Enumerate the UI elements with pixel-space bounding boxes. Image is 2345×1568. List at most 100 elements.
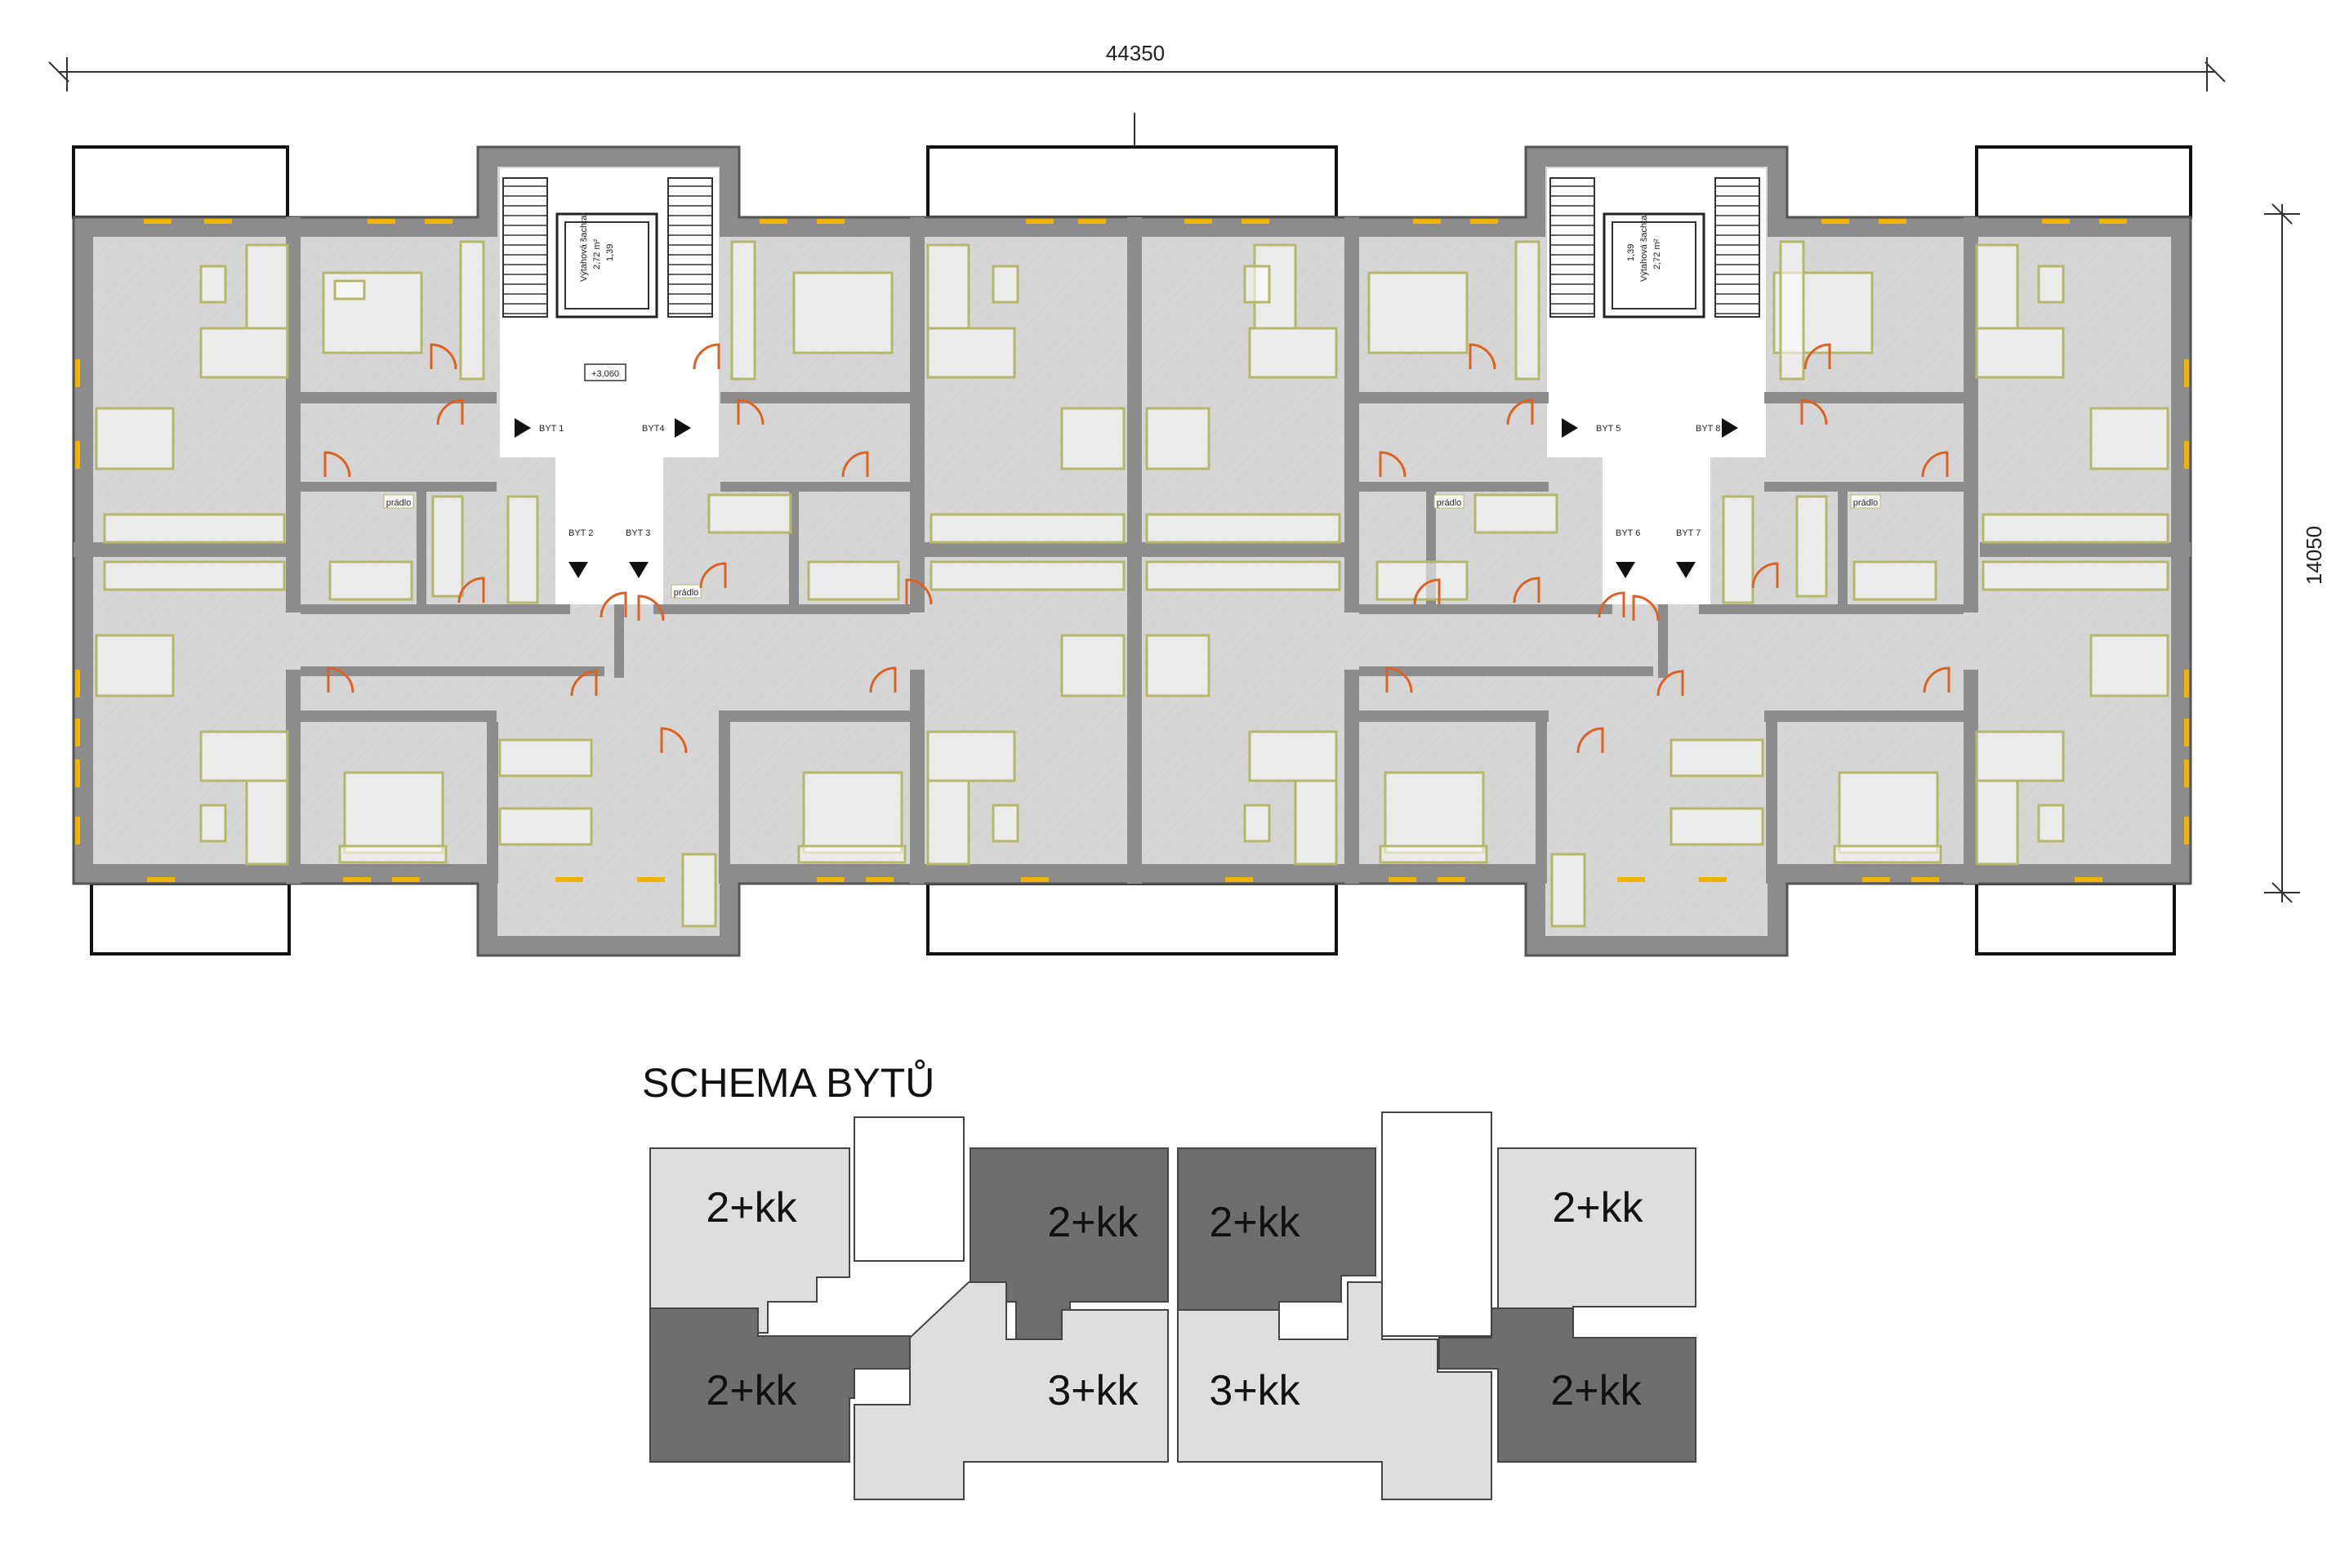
window	[1879, 219, 1906, 224]
schema-unit-5-label: 2+kk	[706, 1367, 797, 1414]
door-swings	[323, 343, 1950, 754]
door-swing	[1751, 562, 1779, 589]
window	[2184, 441, 2189, 469]
window	[368, 219, 395, 224]
svg-text:prádlo: prádlo	[386, 498, 412, 508]
marker-byt-2: BYT 2	[568, 528, 593, 538]
door-swing	[1921, 451, 1949, 478]
schema-unit-8-label: 2+kk	[1550, 1367, 1642, 1414]
window	[1021, 877, 1049, 882]
schema-unit-labels: 2+kk 2+kk 2+kk 2+kk 2+kk 3+kk 3+kk 2+kk	[706, 1184, 1643, 1414]
elevator-shaft-left-labels: Výtahová šachta 2,72 m² 1,39	[579, 215, 615, 282]
window	[2184, 817, 2189, 844]
schema-unit-8	[1438, 1307, 1696, 1463]
door-swing	[737, 399, 765, 425]
door-swing	[327, 666, 354, 693]
elevator-shaft-right-labels: 1,39 Výtahová šachta 2,72 m²	[1626, 215, 1662, 282]
schema-unit-2-label: 2+kk	[1047, 1199, 1139, 1246]
window	[1911, 877, 1939, 882]
svg-text:2,72 m²: 2,72 m²	[1652, 238, 1662, 270]
svg-text:+3,060: +3,060	[591, 369, 619, 379]
window	[1026, 219, 1054, 224]
door-swing	[1803, 343, 1831, 370]
window	[1699, 877, 1727, 882]
window	[1184, 219, 1212, 224]
window	[1470, 219, 1498, 224]
balconies	[72, 145, 2192, 956]
door-swing	[1800, 399, 1828, 425]
stair-treads	[503, 185, 1759, 314]
apartment-marker-labels: BYT 1 BYT4 BYT 2 BYT 3 BYT 5 BYT 8 BYT 6…	[539, 424, 1720, 538]
svg-text:Výtahová šachta: Výtahová šachta	[579, 215, 589, 282]
window	[75, 817, 80, 844]
window	[1078, 219, 1106, 224]
door-swing	[570, 670, 598, 697]
schema-unit-1	[649, 1147, 850, 1334]
window	[2184, 359, 2189, 387]
schema-diagram	[649, 1111, 1696, 1500]
marker-byt-5: BYT 5	[1596, 424, 1621, 434]
svg-text:1,39: 1,39	[605, 244, 615, 261]
door-swing	[1598, 591, 1625, 618]
window	[1617, 877, 1645, 882]
door-swing	[637, 595, 665, 621]
window	[2075, 877, 2102, 882]
door-swing	[660, 727, 688, 754]
depth-dimension-label: 14050	[2302, 526, 2326, 585]
schema-stair-left	[854, 1116, 965, 1262]
window	[75, 359, 80, 387]
door-swing	[1576, 727, 1604, 754]
window	[1862, 877, 1890, 882]
window	[1389, 877, 1416, 882]
window	[1438, 877, 1465, 882]
door-swing	[1506, 399, 1534, 425]
schema-unit-7-label: 3+kk	[1209, 1367, 1300, 1414]
window	[2184, 760, 2189, 787]
width-dimension-label: 44350	[1106, 41, 1165, 65]
svg-text:prádlo: prádlo	[1437, 498, 1462, 508]
schema-unit-6-label: 3+kk	[1047, 1367, 1139, 1414]
marker-byt-1: BYT 1	[539, 424, 564, 434]
schema-unit-1-label: 2+kk	[706, 1184, 797, 1232]
interior-walls	[74, 217, 2191, 884]
schema-stair-right	[1381, 1111, 1492, 1337]
door-swing	[1513, 577, 1540, 604]
window	[75, 670, 80, 697]
apartment-markers	[515, 418, 1738, 578]
schema-unit-7	[1177, 1281, 1492, 1500]
door-swing	[1379, 451, 1407, 478]
door-swing	[699, 562, 727, 589]
marker-byt-7: BYT 7	[1676, 528, 1701, 538]
svg-text:prádlo: prádlo	[674, 588, 699, 598]
marker-byt-3: BYT 3	[626, 528, 650, 538]
marker-byt-4: BYT4	[642, 424, 665, 434]
window	[425, 219, 453, 224]
svg-text:2,72 m²: 2,72 m²	[592, 238, 602, 270]
window	[392, 877, 420, 882]
width-dimension: 44350	[48, 41, 2226, 91]
schema-unit-4-label: 2+kk	[1552, 1184, 1643, 1232]
schema-unit-3-label: 2+kk	[1209, 1199, 1300, 1246]
window	[760, 219, 787, 224]
door-swing	[693, 343, 720, 370]
laundry-tags: prádlo prádlo prádlo prádlo	[383, 494, 1881, 599]
window	[144, 219, 172, 224]
door-swing	[905, 578, 933, 605]
door-swing	[1632, 595, 1660, 621]
marker-byt-6: BYT 6	[1616, 528, 1640, 538]
window	[2099, 219, 2127, 224]
window	[866, 877, 894, 882]
depth-dimension: 14050	[2264, 203, 2326, 903]
window	[147, 877, 175, 882]
window	[1225, 877, 1253, 882]
schema-unit-6	[854, 1281, 1169, 1500]
window	[343, 877, 371, 882]
window	[75, 441, 80, 469]
window	[1821, 219, 1849, 224]
door-swing	[1413, 578, 1441, 605]
svg-text:Výtahová šachta: Výtahová šachta	[1639, 215, 1649, 282]
door-swing	[841, 451, 869, 478]
schema-title: SCHEMA BYTŮ	[642, 1059, 934, 1106]
schema-unit-5	[649, 1307, 911, 1463]
